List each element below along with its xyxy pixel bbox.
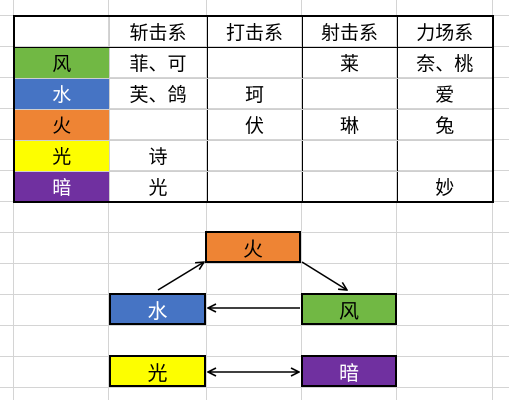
table-cell[interactable] <box>301 171 397 203</box>
element-label-cell[interactable]: 暗 <box>14 171 109 203</box>
table-row: 风 菲、可 莱 奈、桃 <box>14 47 493 79</box>
table-row: 水 芙、鸽 珂 爱 <box>14 78 493 110</box>
arrow-water-to-fire <box>157 262 204 291</box>
element-label-cell[interactable]: 风 <box>14 47 109 79</box>
table-cell[interactable]: 珂 <box>206 78 302 110</box>
light-element-box[interactable]: 光 <box>109 355 206 387</box>
element-table: 斩击系 打击系 射击系 力场系 风 菲、可 莱 奈、桃 水 芙、鸽 珂 爱 火 … <box>13 15 494 203</box>
table-cell[interactable]: 菲、可 <box>108 47 207 79</box>
table-cell[interactable] <box>206 171 302 203</box>
table-cell[interactable] <box>206 140 302 172</box>
element-label-cell[interactable]: 光 <box>14 140 109 172</box>
table-cell[interactable]: 爱 <box>396 78 493 110</box>
table-cell[interactable] <box>396 140 493 172</box>
table-header-row: 斩击系 打击系 射击系 力场系 <box>14 16 493 48</box>
table-cell[interactable]: 莱 <box>301 47 397 79</box>
table-cell[interactable] <box>108 109 207 141</box>
dark-element-box[interactable]: 暗 <box>301 355 397 387</box>
table-header-cell[interactable]: 打击系 <box>206 16 302 48</box>
table-header-cell[interactable]: 射击系 <box>301 16 397 48</box>
wind-element-box[interactable]: 风 <box>301 293 397 325</box>
table-row: 暗 光 妙 <box>14 171 493 203</box>
table-cell[interactable] <box>301 78 397 110</box>
element-label-cell[interactable]: 火 <box>14 109 109 141</box>
table-row: 火 伏 琳 兔 <box>14 109 493 141</box>
table-cell[interactable]: 诗 <box>108 140 207 172</box>
table-cell[interactable]: 伏 <box>206 109 302 141</box>
table-cell[interactable]: 妙 <box>396 171 493 203</box>
table-cell[interactable] <box>206 47 302 79</box>
table-header-cell[interactable]: 力场系 <box>396 16 493 48</box>
water-element-box[interactable]: 水 <box>109 293 206 325</box>
arrow-fire-to-wind <box>301 261 347 290</box>
fire-element-box[interactable]: 火 <box>205 231 301 263</box>
table-cell[interactable]: 琳 <box>301 109 397 141</box>
element-label-cell[interactable]: 水 <box>14 78 109 110</box>
table-cell[interactable]: 光 <box>108 171 207 203</box>
table-row: 光 诗 <box>14 140 493 172</box>
table-header-cell[interactable] <box>14 16 109 48</box>
table-header-cell[interactable]: 斩击系 <box>108 16 207 48</box>
table-cell[interactable]: 芙、鸽 <box>108 78 207 110</box>
table-cell[interactable]: 兔 <box>396 109 493 141</box>
table-cell[interactable] <box>301 140 397 172</box>
table-cell[interactable]: 奈、桃 <box>396 47 493 79</box>
